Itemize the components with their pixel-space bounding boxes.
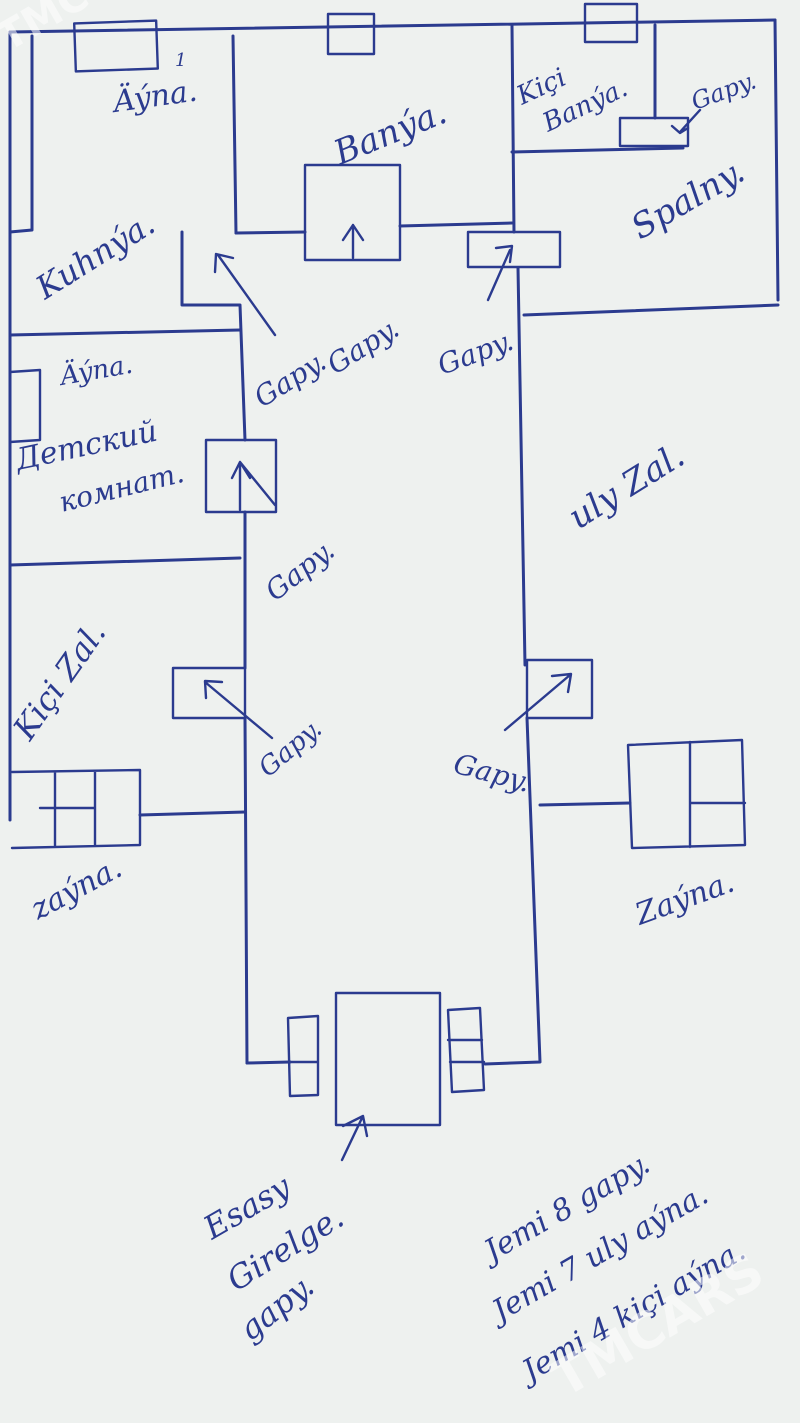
door-kitchen-arrow [213,252,277,337]
corridor-left-top [180,230,247,442]
door-entry [334,991,442,1127]
banya-lower-wall-left [234,230,307,235]
door-uly-zal-arrow [503,672,573,732]
kici-zal-window-wall [138,810,247,817]
detskiy-top-wall [8,328,242,337]
window-top-banya [326,12,376,56]
window-entry-right [446,1006,486,1094]
door-kici-zal [171,666,247,720]
window-detskiy [8,368,42,444]
detskiy-bottom-wall [8,556,242,567]
door-banya-arrow [341,223,365,260]
corridor-right-upper [516,266,527,667]
door-kici-zal-arrow [203,679,274,740]
door-detskiy [204,438,278,514]
doors [171,108,702,1162]
kici-banya-bottom-wall [510,146,685,154]
banya-spalny-wall [510,24,516,234]
uly-zal-window-wall [538,801,632,807]
label-ayna-top-number: 1 [175,50,186,71]
corridor-left-lower [243,716,249,1065]
window-top-kitchen [72,19,160,73]
door-kici-banya [618,116,690,148]
spalny-bottom-wall [522,303,780,317]
door-spalny [466,230,562,269]
window-uly-zal [626,738,747,850]
window-entry-left [286,1014,320,1098]
banya-lower-wall-right [398,221,514,228]
entry-wall-left [245,1060,292,1065]
window-top-kici-banya [583,2,639,44]
walls [8,18,780,1066]
top-wall [8,18,777,34]
door-detskiy-arrow [230,460,277,512]
door-kici-banya-arrow [670,108,702,135]
right-wall-upper [773,18,780,302]
kitchen-inner-wall [8,34,34,234]
door-uly-zal [525,658,594,720]
door-spalny-arrow [486,244,514,302]
windows [8,2,747,1098]
kitchen-banya-wall [231,34,238,235]
door-entry-arrow [340,1114,369,1162]
door-banya [303,163,402,262]
window-kici-zal [10,768,142,850]
corridor-right-lower [483,716,542,1066]
